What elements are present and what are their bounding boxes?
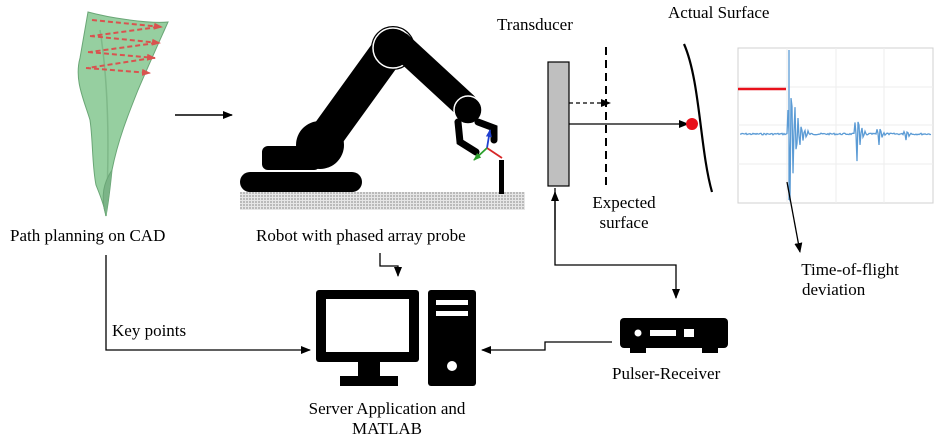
key-points-label: Key points <box>112 321 187 340</box>
robot-label: Robot with phased array probe <box>256 226 466 245</box>
turbine-blade-icon <box>77 11 169 217</box>
connector-cad-to-server <box>105 255 311 354</box>
transducer-probe-icon <box>547 61 570 187</box>
tof-deviation-label: Time-of-flight deviation <box>790 260 910 300</box>
tof-deviation-label-line1: Time-of-flight <box>801 260 899 279</box>
signal-plot <box>737 47 934 204</box>
coordinate-axes-icon <box>473 129 503 161</box>
transducer-label: Transducer <box>497 15 573 34</box>
tof-deviation-label-line2: deviation <box>802 280 866 299</box>
robot-arm-icon <box>240 26 525 210</box>
surface-point <box>686 118 698 130</box>
actual-surface-curve <box>682 43 714 193</box>
arrow-robot-to-server <box>379 253 402 277</box>
path-planning-arrows <box>85 19 163 76</box>
connector-pulser-to-server <box>481 341 612 354</box>
pulser-receiver-label: Pulser-Receiver <box>612 364 721 383</box>
arrow-to-tof-deviation <box>786 181 803 253</box>
expected-surface-label-line2: surface <box>599 213 649 232</box>
path-planning-label: Path planning on CAD <box>10 226 166 245</box>
ground-surface <box>240 192 525 210</box>
server-label: Server Application and MATLAB <box>282 399 492 439</box>
actual-surface-label: Actual Surface <box>668 3 770 22</box>
expected-surface-label: Expected surface <box>586 193 662 233</box>
server-label-line1: Server Application and <box>308 399 466 418</box>
pulser-receiver-device-icon <box>620 318 728 353</box>
phased-array-probe <box>499 160 504 194</box>
server-label-line2: MATLAB <box>352 419 422 438</box>
expected-surface-label-line1: Expected <box>592 193 656 212</box>
signal-waveform <box>739 50 932 202</box>
desktop-computer-icon <box>316 290 476 386</box>
